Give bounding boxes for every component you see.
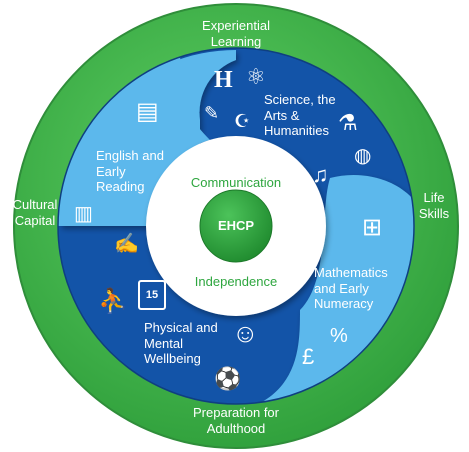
percent-icon: % (330, 325, 348, 347)
paintbrush-icon: ✎ (204, 103, 220, 123)
calculator-icon: ⊞ (362, 214, 383, 241)
label-independence: Independence (194, 274, 278, 289)
atom-icon: ⚛ (246, 64, 266, 89)
label-physical-mental-wellbeing: Physical and Mental Wellbeing (144, 320, 218, 367)
label-experiential-learning: Experiential Learning (202, 18, 270, 49)
pound-icon: £ (302, 344, 315, 369)
label-cultural-capital: Cultural Capital (12, 197, 58, 228)
crescent-star-icon: ☪ (234, 111, 251, 131)
history-icon: H (214, 67, 233, 93)
segment-maths (262, 175, 414, 402)
books-icon: ▥ (74, 203, 93, 225)
label-preparation-for-adulthood: Preparation for Adulthood (193, 405, 279, 436)
writing-icon: ✍ (114, 233, 139, 255)
label-ehcp: EHCP (217, 218, 255, 233)
label-science-arts-humanities: Science, the Arts & Humanities (264, 92, 336, 139)
jersey-icon: 15 (138, 280, 166, 310)
football-icon: ⚽ (214, 366, 242, 391)
music-note-icon: ♫ (312, 162, 329, 187)
book-icon: ▤ (136, 98, 159, 125)
core-circle (199, 189, 273, 263)
globe-icon: ◍ (354, 145, 372, 167)
brain-head-icon: ☺ (232, 318, 259, 348)
flask-icon: ⚗ (338, 110, 358, 135)
label-life-skills: Life Skills (418, 190, 450, 221)
footballer-icon: ⛹ (98, 288, 128, 315)
label-english-early-reading: English and Early Reading (96, 148, 164, 195)
label-communication: Communication (190, 175, 282, 190)
label-mathematics-early-numeracy: Mathematics and Early Numeracy (314, 265, 388, 312)
